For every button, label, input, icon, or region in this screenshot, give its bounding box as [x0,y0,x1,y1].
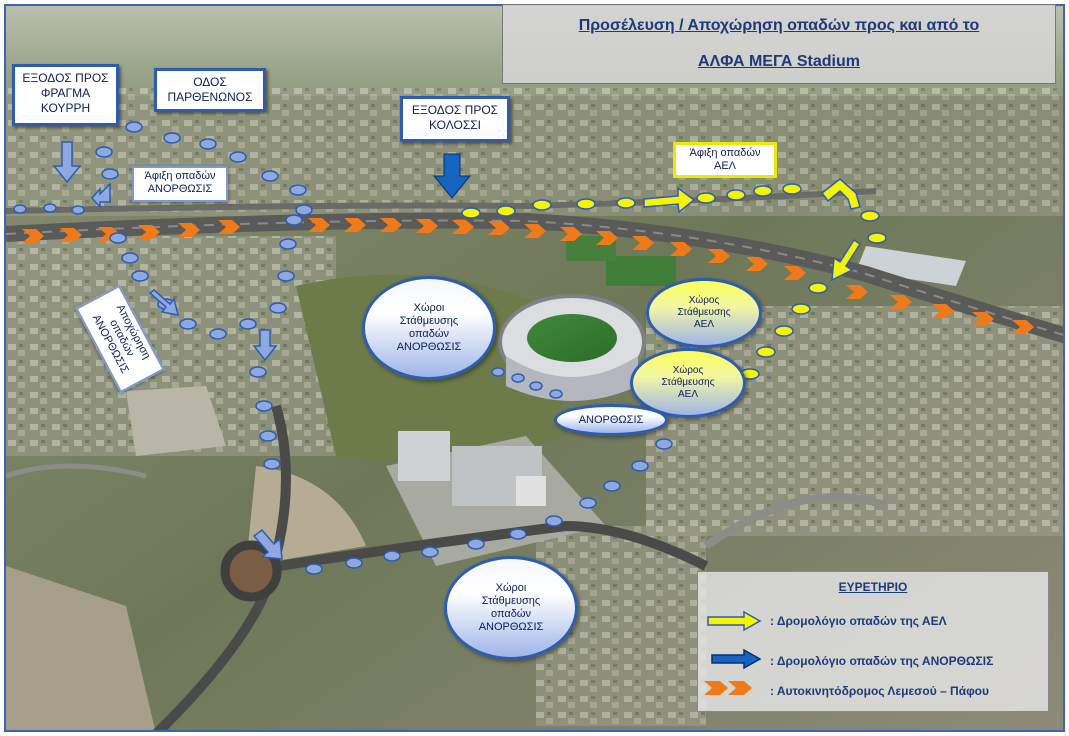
legend-item-highway: : Αυτοκινητόδρομος Λεμεσού – Πάφου [770,684,989,698]
parking-ael-north-line-2: Στάθμευσης [677,307,731,318]
legend-blue-arrow-icon [711,648,762,670]
parking-ael-north-line-1: Χώρος [688,295,720,306]
legend-title: ΕΥΡΕΤΗΡΙΟ [838,580,908,594]
label-odos-line-2: ΠΑΡΘΕΝΩΝΟΣ [167,90,253,104]
label-exit-kourris: ΕΞΟΔΟΣ ΠΡΟΣ ΦΡΑΓΜΑ ΚΟΥΡΡΗ [12,64,119,126]
label-arrival-anorthosis-line-2: ΑΝΟΡΘΩΣΙΣ [147,183,213,195]
legend-item-ael: : Δρομολόγιο οπαδών της ΑΕΛ [770,614,947,628]
legend-item-anorthosis: : Δρομολόγιο οπαδών της ΑΝΟΡΘΩΣΙΣ [770,654,994,668]
anorthosis-route-arrows [52,141,283,560]
label-arrival-ael-line-2: ΑΕΛ [713,160,737,172]
ael-route-arrows [643,178,862,282]
highway-chevrons [22,218,1034,334]
parking-anorthosis-north-line-3: οπαδών [409,328,449,340]
parking-anorthosis-north: Χώροι Στάθμευσης οπαδών ΑΝΟΡΘΩΣΙΣ [362,276,496,380]
label-exit-kourris-line-1: ΕΞΟΔΟΣ ΠΡΟΣ [22,71,109,85]
label-exit-kourris-line-2: ΦΡΑΓΜΑ [40,86,91,100]
parking-ael-south: Χώρος Στάθμευσης ΑΕΛ [630,348,746,418]
parking-ael-south-line-2: Στάθμευσης [661,377,715,388]
label-arrival-ael: Άφιξη οπαδών ΑΕΛ [673,142,777,178]
legend-yellow-arrow-icon [707,610,762,632]
anorthosis-stand-label: ΑΝΟΡΘΩΣΙΣ [554,404,668,436]
parking-anorthosis-south: Χώροι Στάθμευσης οπαδών ΑΝΟΡΘΩΣΙΣ [444,556,578,660]
parking-anorthosis-south-line-4: ΑΝΟΡΘΩΣΙΣ [478,621,544,633]
label-exit-kolossi-line-2: ΚΟΛΟΣΣΙ [428,118,482,132]
parking-ael-south-line-1: Χώρος [672,365,704,376]
parking-anorthosis-south-line-2: Στάθμευσης [481,595,541,607]
parking-anorthosis-south-line-1: Χώροι [495,582,527,594]
parking-anorthosis-north-line-4: ΑΝΟΡΘΩΣΙΣ [396,341,462,353]
parking-anorthosis-north-line-2: Στάθμευσης [399,315,459,327]
label-arrival-anorthosis-line-1: Άφιξη οπαδών [144,170,216,182]
kolossi-arrow [432,153,472,199]
parking-anorthosis-south-line-3: οπαδών [491,608,531,620]
label-arrival-anorthosis: Άφιξη οπαδών ΑΝΟΡΘΩΣΙΣ [132,166,228,202]
label-exit-kourris-line-3: ΚΟΥΡΡΗ [40,101,91,115]
parking-anorthosis-north-line-1: Χώροι [413,302,445,314]
label-odos-line-1: ΟΔΟΣ [193,75,227,89]
parking-ael-south-line-3: ΑΕΛ [677,389,699,400]
legend: ΕΥΡΕΤΗΡΙΟ : Δρομολόγιο οπαδών της ΑΕΛ : … [697,571,1049,712]
label-exit-kolossi-line-1: ΕΞΟΔΟΣ ΠΡΟΣ [411,103,499,117]
parking-ael-north: Χώρος Στάθμευσης ΑΕΛ [646,278,762,348]
parking-ael-north-line-3: ΑΕΛ [693,319,715,330]
label-exit-kolossi: ΕΞΟΔΟΣ ΠΡΟΣ ΚΟΛΟΣΣΙ [400,96,510,142]
title-box: Προσέλευση / Αποχώρηση οπαδών προς και α… [502,4,1056,84]
legend-orange-chevrons-icon [704,681,752,695]
anorthosis-route-dots [13,121,673,575]
title-line-2: ΑΛΦΑ ΜΕΓΑ Stadium [698,53,860,70]
label-odos-parthenonos: ΟΔΟΣ ΠΑΡΘΕΝΩΝΟΣ [154,68,266,112]
route-overlay [13,121,1034,575]
anorthosis-stand-text: ΑΝΟΡΘΩΣΙΣ [578,413,644,426]
ael-route-dots [461,183,887,380]
label-arrival-ael-line-1: Άφιξη οπαδών [689,147,761,159]
title-line-1: Προσέλευση / Αποχώρηση οπαδών προς και α… [578,17,980,34]
